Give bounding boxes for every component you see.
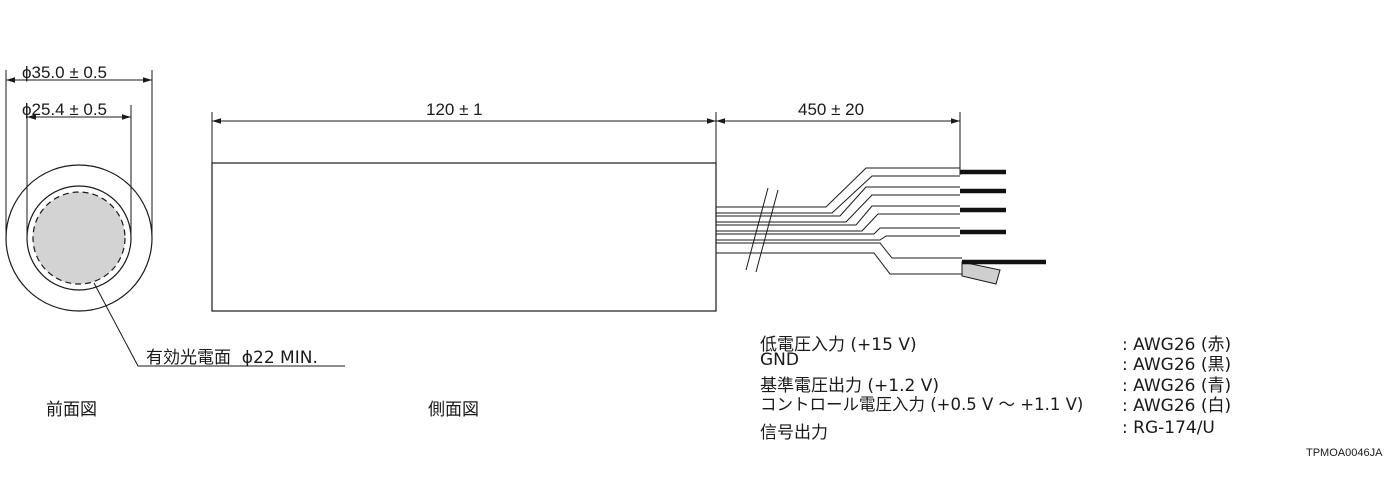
inner-circle [26, 185, 132, 291]
side-view [211, 112, 1046, 312]
body-length-label: 120 ± 1 [426, 100, 483, 119]
break-mark [755, 189, 779, 273]
front-view-caption: 前面図 [46, 400, 97, 420]
sensor-body [211, 162, 717, 312]
outer-circle [5, 164, 153, 312]
break-mark [745, 187, 769, 271]
legend-signal: 信号出力 [760, 423, 828, 443]
legend-spec: : AWG26 (赤) [1122, 335, 1232, 355]
legend-spec: : RG-174/U [1122, 418, 1215, 438]
legend-spec: : AWG26 (黒) [1122, 355, 1232, 375]
front-view [5, 70, 345, 367]
photocathode-area [32, 191, 126, 285]
drawing-code: TPMOA0046JA [1306, 447, 1383, 459]
legend-spec: : AWG26 (白) [1122, 396, 1232, 416]
inner-diameter-label: ϕ25.4 ± 0.5 [22, 100, 108, 119]
side-view-caption: 側面図 [428, 400, 479, 420]
effective-area-label: 有効光電面 ϕ22 MIN. [146, 348, 318, 368]
legend-signal: コントロール電圧入力 (+0.5 V 〜 +1.1 V) [760, 395, 1084, 414]
legend-signal: 基準電圧出力 (+1.2 V) [760, 376, 939, 396]
effective-area-leader [93, 282, 345, 367]
legend-spec: : AWG26 (青) [1122, 376, 1232, 396]
lead-wires [716, 167, 1046, 285]
lead-length-label: 450 ± 20 [798, 100, 865, 119]
legend-signal: GND [760, 350, 799, 370]
legend-signal: 低電圧入力 (+15 V) [760, 335, 917, 355]
outer-diameter-label: ϕ35.0 ± 0.5 [22, 63, 108, 82]
